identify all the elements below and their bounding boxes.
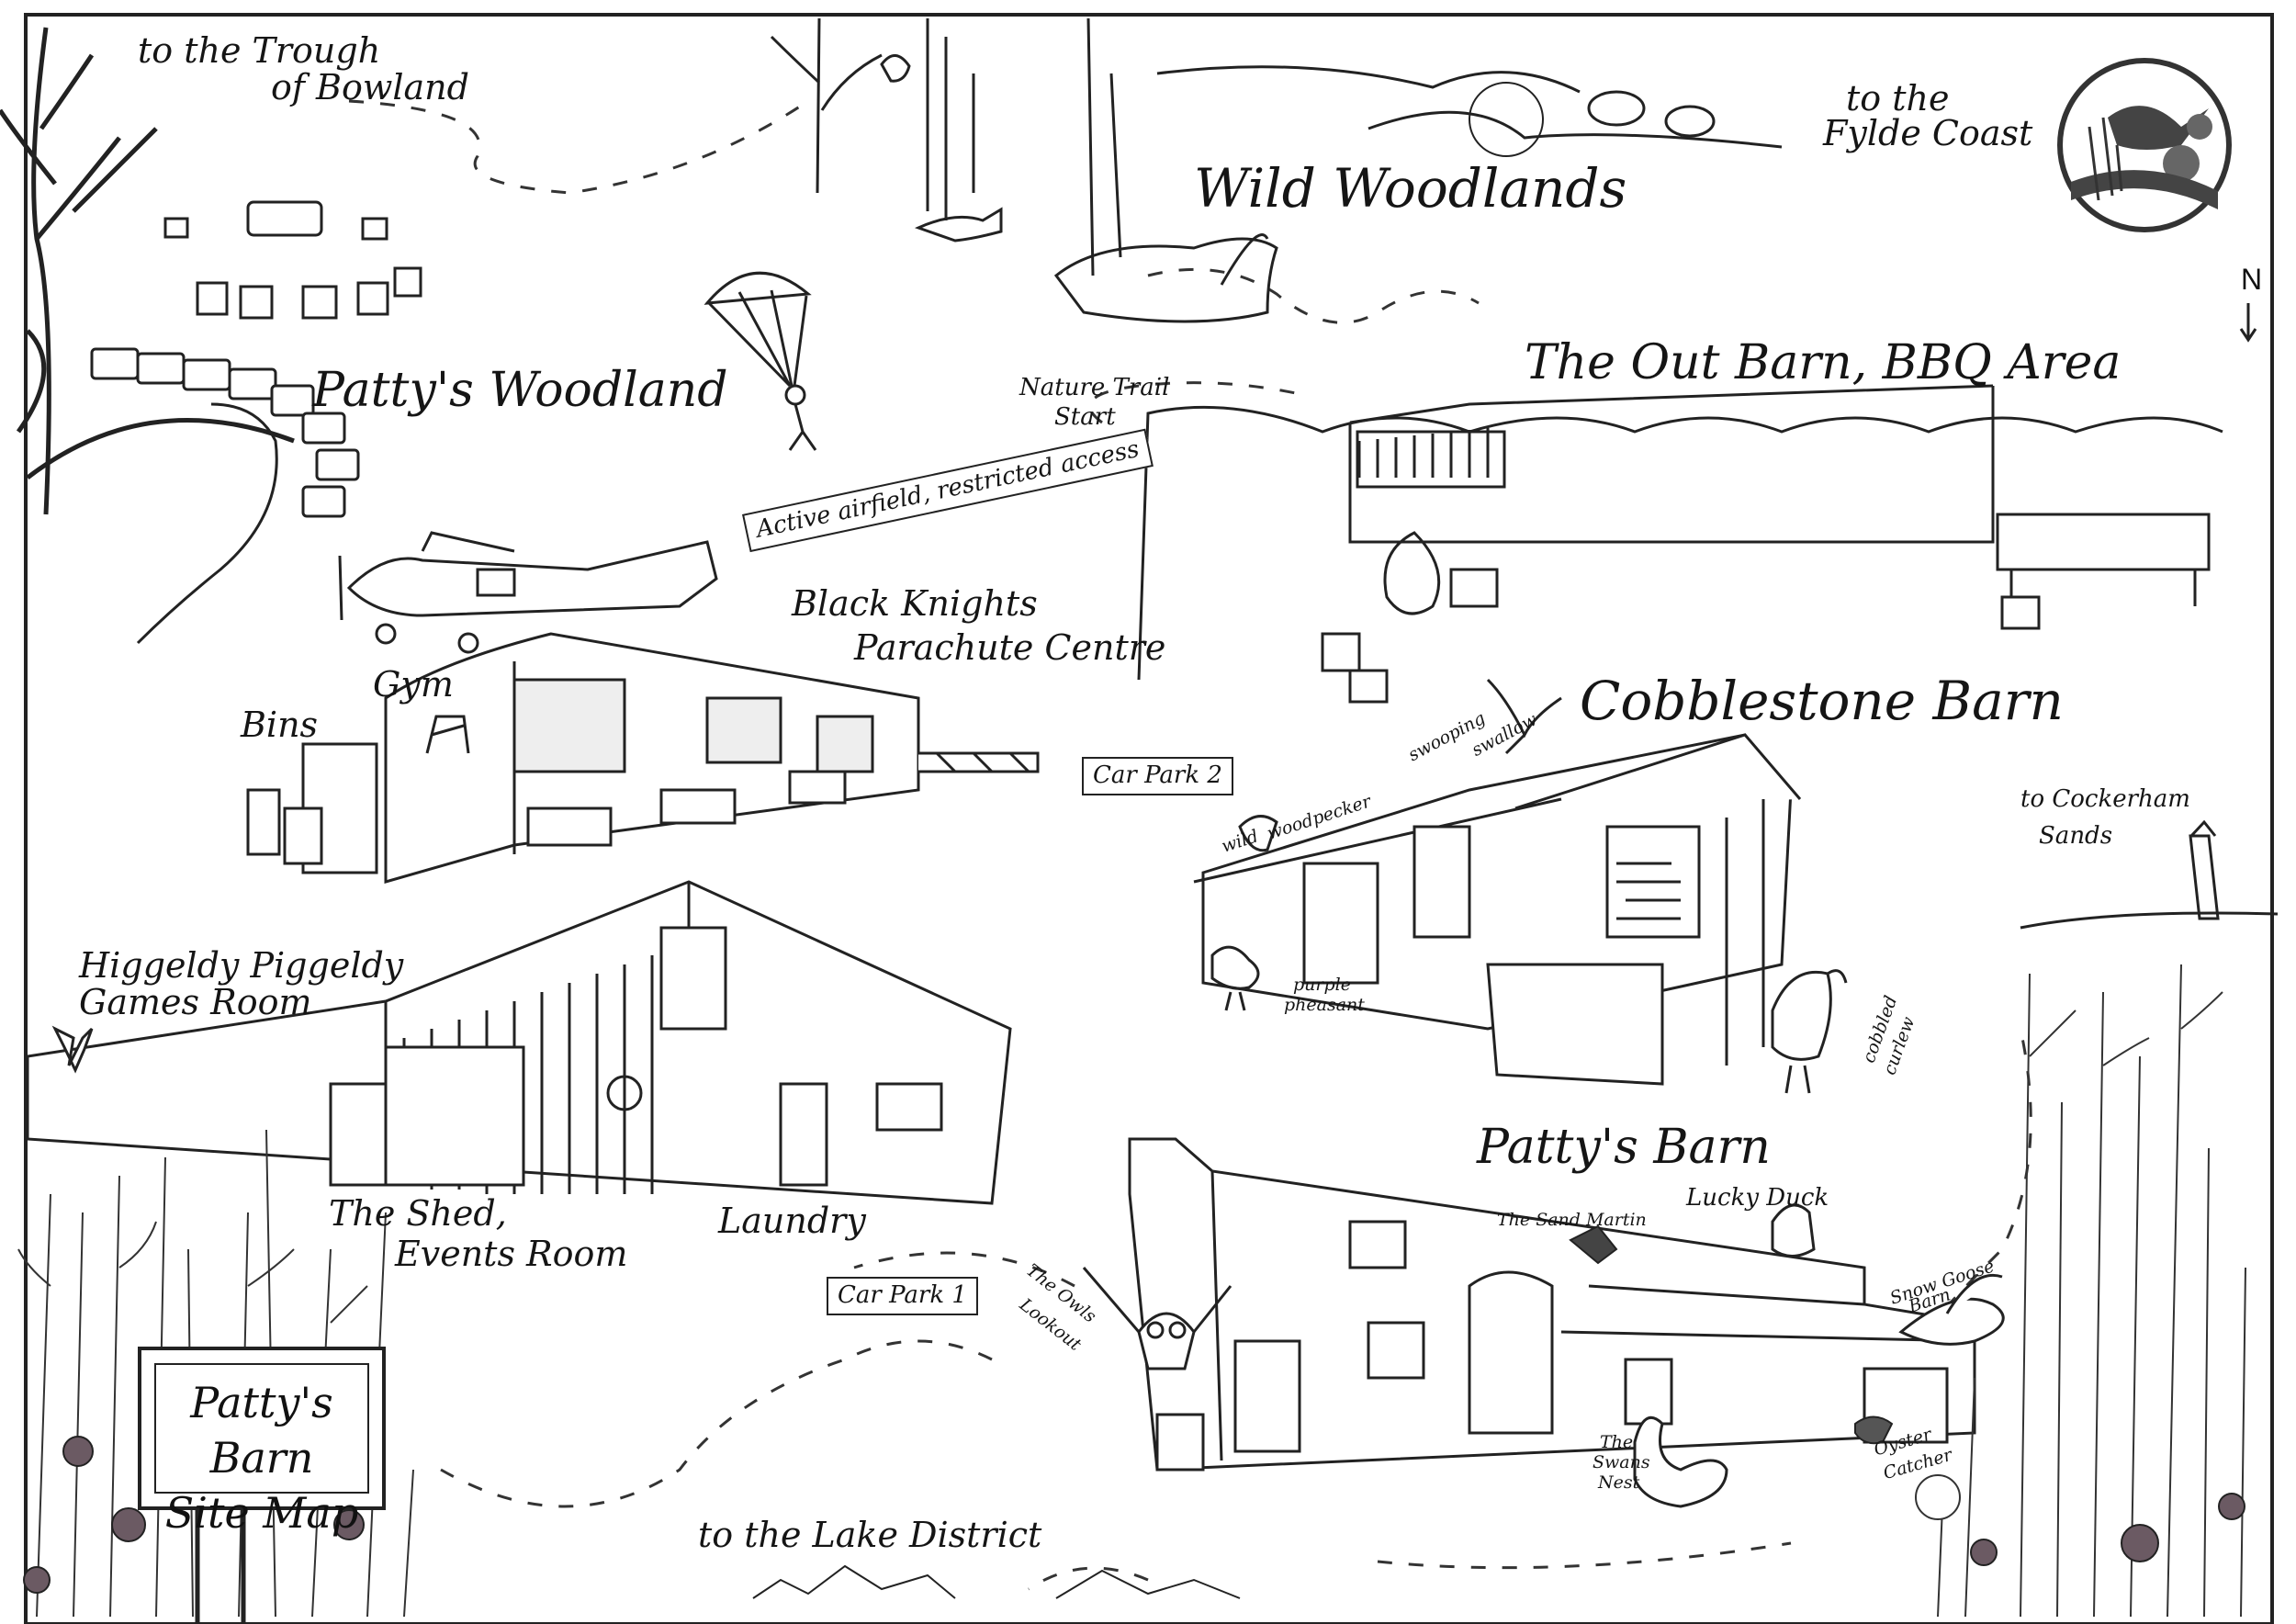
poppy-icon-right xyxy=(1970,1493,2245,1566)
the-shed-building xyxy=(26,880,1012,1205)
goose-icon xyxy=(1898,1273,2005,1346)
pattys-barn-building xyxy=(1128,1137,1976,1472)
label-lucky-duck: Lucky Duck xyxy=(1686,1184,1829,1212)
sign-post xyxy=(195,1503,246,1624)
label-cockerham-1: to Cockerham xyxy=(2020,785,2190,813)
pheasant-icon xyxy=(1210,945,1260,1011)
label-car-park-1: Car Park 1 xyxy=(827,1277,978,1315)
label-trough-bowland-1: to the Trough xyxy=(138,30,381,71)
label-gym: Gym xyxy=(373,664,454,705)
label-car-park-2: Car Park 2 xyxy=(1082,757,1233,795)
wildflowers-right xyxy=(1915,964,2246,1618)
woodpecker-icon xyxy=(1238,815,1278,852)
label-the-shed-1: The Shed, xyxy=(329,1193,507,1234)
sign-title-line-1: Patty's Barn xyxy=(190,1378,333,1483)
sign-title-line-2: Site Map xyxy=(164,1487,359,1538)
airplane-icon xyxy=(338,531,718,654)
compass-north-label: N xyxy=(2241,263,2263,296)
label-laundry: Laundry xyxy=(718,1201,866,1241)
label-bins: Bins xyxy=(241,705,319,745)
cobblestone-barn xyxy=(1193,733,1802,1086)
label-nature-trail-2: Start xyxy=(1054,403,1116,431)
sand-martin-icon xyxy=(1569,1224,1618,1265)
label-swans-nest-1: The xyxy=(1600,1432,1634,1452)
swallow-icon xyxy=(1486,678,1562,755)
fox-icon xyxy=(914,207,1003,242)
distant-hills xyxy=(1156,65,1783,157)
parachutist-icon xyxy=(703,271,817,451)
swan-icon xyxy=(1633,1415,1728,1508)
label-trough-bowland-2: of Bowland xyxy=(271,67,469,107)
map-border xyxy=(24,13,2274,1624)
log-seats xyxy=(163,200,422,320)
label-pattys-woodland: Patty's Woodland xyxy=(312,363,728,418)
label-out-barn: The Out Barn, BBQ Area xyxy=(1525,335,2122,390)
label-sand-martin: The Sand Martin xyxy=(1497,1210,1647,1230)
stepping-stone-path xyxy=(90,347,360,645)
sheep-icon xyxy=(1587,90,1716,138)
curlew-icon xyxy=(1771,969,1848,1094)
lighthouse-icon xyxy=(2020,819,2279,930)
poppy-icon xyxy=(23,1436,365,1594)
logo-emblem xyxy=(2057,59,2232,233)
squirrel-icon xyxy=(880,54,911,83)
site-map-sign: Patty's Barn Site Map xyxy=(138,1347,386,1538)
label-cockerham-2: Sands xyxy=(2039,822,2113,850)
logo-bird-poppy-emblem xyxy=(2057,58,2232,232)
label-the-shed-2: Events Room xyxy=(395,1234,628,1274)
label-swans-nest-3: Nest xyxy=(1598,1472,1640,1493)
label-lake-district: to the Lake District xyxy=(698,1515,1042,1555)
parachute-centre-building xyxy=(246,632,1040,884)
owl-icon xyxy=(1082,1267,1232,1370)
oyster-catcher-icon xyxy=(1854,1415,1894,1445)
label-games-room-1: Higgeldy Piggeldy xyxy=(79,945,404,986)
label-purple-pheasant-1: purple xyxy=(1293,975,1351,995)
out-barn-structure xyxy=(1137,384,2223,704)
label-fylde-coast-1: to the xyxy=(1846,78,1950,118)
bare-tree-left xyxy=(0,27,295,515)
label-wild-woodlands: Wild Woodlands xyxy=(1194,157,1627,220)
label-fylde-coast-2: Fylde Coast xyxy=(1823,113,2033,153)
label-swans-nest-2: Swans xyxy=(1593,1452,1650,1472)
label-games-room-2: Games Room xyxy=(79,982,312,1022)
butterfly-icon xyxy=(51,1025,94,1074)
label-black-knights-2: Parachute Centre xyxy=(854,627,1166,668)
label-pattys-barn: Patty's Barn xyxy=(1477,1120,1771,1175)
label-nature-trail-1: Nature Trail xyxy=(1019,374,1170,401)
label-purple-pheasant-2: pheasant xyxy=(1284,995,1365,1015)
mountain-range xyxy=(752,1564,1241,1599)
label-cobblestone-barn: Cobblestone Barn xyxy=(1580,670,2064,732)
north-arrow-icon xyxy=(2239,303,2257,343)
label-black-knights-1: Black Knights xyxy=(792,583,1038,624)
woodland-trees xyxy=(770,17,1278,323)
duck-icon xyxy=(1771,1203,1816,1257)
